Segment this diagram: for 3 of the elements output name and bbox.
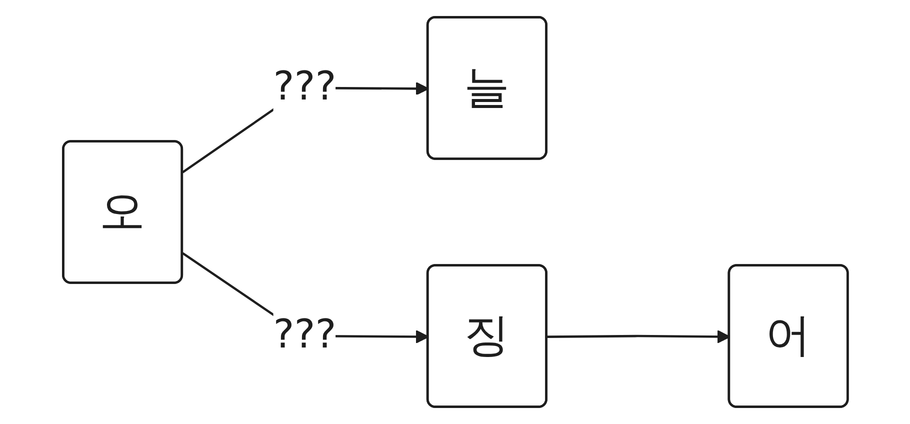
edge-label: ??? — [272, 64, 336, 110]
edge-label: ??? — [272, 312, 336, 358]
arrow — [546, 330, 730, 344]
